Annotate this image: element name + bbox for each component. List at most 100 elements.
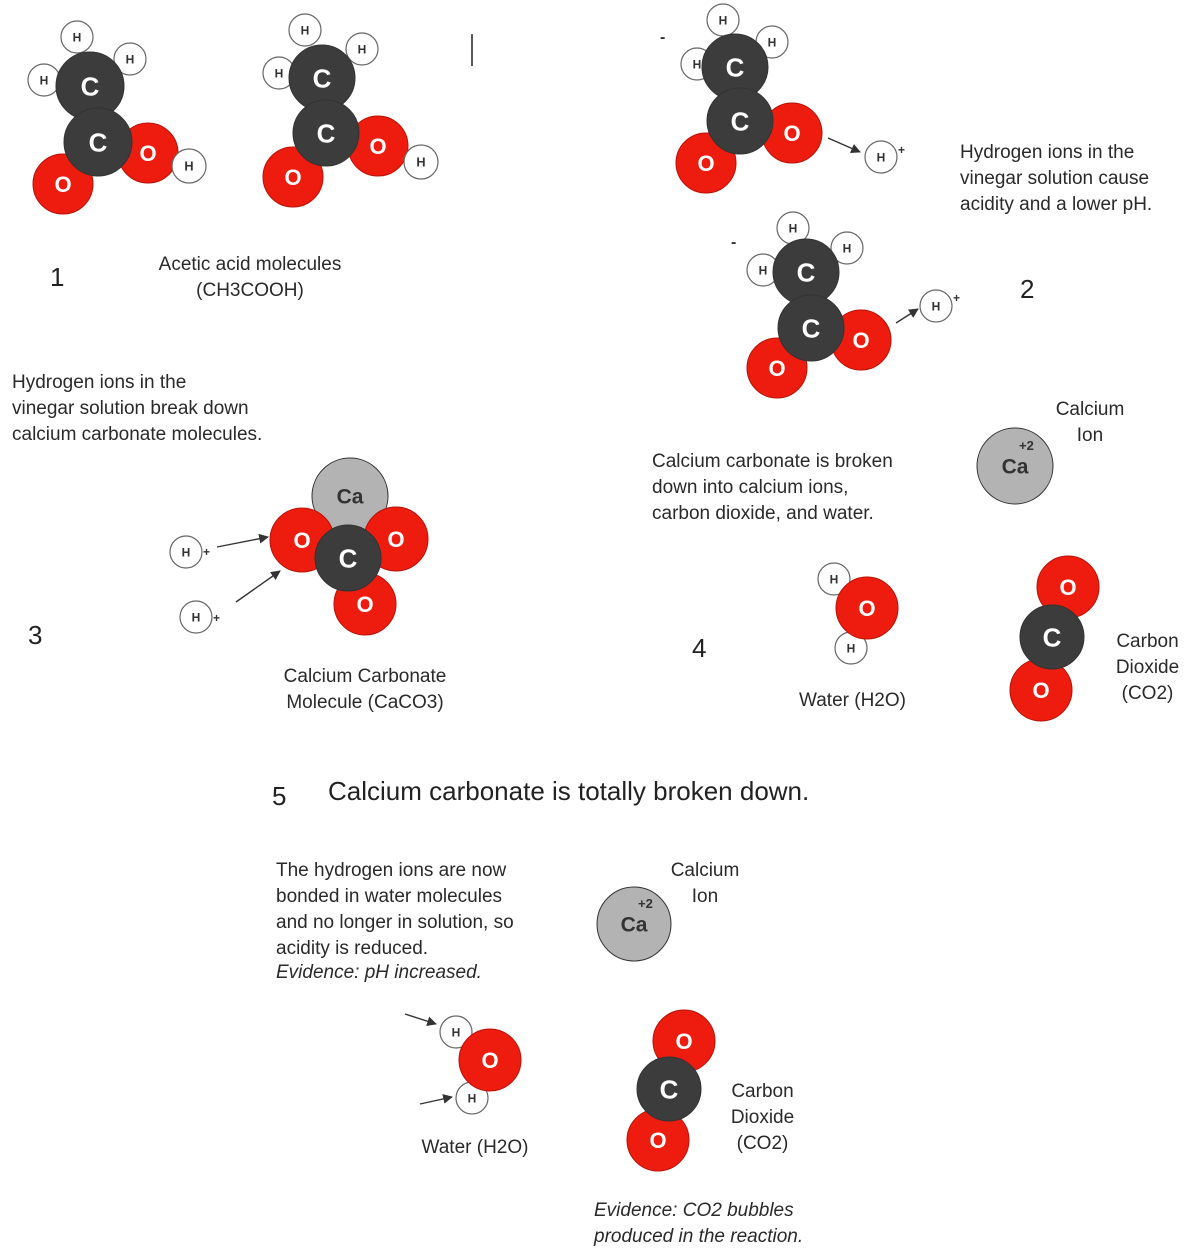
negative-charge-sign: - (731, 234, 736, 251)
carbon-atom: C (1019, 604, 1085, 670)
svg-text:H: H (358, 43, 367, 57)
svg-text:H: H (759, 264, 768, 278)
oxygen-atom: O (652, 1009, 716, 1073)
hydrogen-atom: H (403, 144, 439, 180)
oxygen-atom: O (347, 115, 409, 177)
step-5-heading: Calcium carbonate is totally broken down… (328, 776, 810, 806)
calcium-atom: Ca (976, 427, 1054, 505)
step-5-number: 5 (272, 781, 287, 811)
svg-text:Ca: Ca (337, 486, 364, 509)
svg-text:H: H (40, 74, 49, 88)
svg-text:C: C (660, 1074, 679, 1104)
calcium-carbonate-label: Calcium Carbonate Molecule (CaCO3) (283, 666, 447, 713)
svg-text:H: H (932, 300, 941, 314)
step-3-description: Hydrogen ions in the vinegar solution br… (12, 372, 263, 445)
oxygen-atom: O (262, 146, 324, 208)
acetic-acid-label: Acetic acid molecules (CH3COOH) (158, 254, 342, 301)
carbon-atom: C (636, 1056, 702, 1122)
reaction-arrow (404, 1013, 437, 1026)
svg-text:C: C (797, 257, 816, 287)
svg-text:C: C (726, 52, 745, 82)
step-2-description: Hydrogen ions in the vinegar solution ca… (960, 142, 1153, 215)
positive-charge-sign: + (953, 291, 960, 305)
svg-text:H: H (275, 67, 284, 81)
reaction-arrow (235, 570, 281, 603)
hydrogen-atom: H (817, 562, 851, 596)
hydrogen-atom: H (919, 289, 953, 323)
hydrogen-atom: H (746, 253, 780, 287)
step-5-calcium-ion-label: Calcium Ion (670, 860, 740, 907)
svg-text:C: C (313, 63, 332, 93)
negative-charge-sign: - (660, 29, 665, 46)
calcium-atom: Ca (311, 457, 389, 535)
step-4-co2-label: Carbon Dioxide (CO2) (1115, 631, 1180, 704)
carbon-atom: C (701, 33, 769, 101)
positive-charge-sign: + (213, 611, 220, 625)
svg-text:H: H (843, 242, 852, 256)
hydrogen-atom: H (179, 600, 213, 634)
hydrogen-atom: H (262, 56, 296, 90)
svg-text:H: H (768, 36, 777, 50)
svg-text:O: O (356, 592, 373, 617)
positive-charge-sign: + (203, 545, 210, 559)
hydrogen-atom: H (113, 42, 147, 76)
svg-text:O: O (139, 141, 156, 166)
step-1-number: 1 (50, 262, 65, 292)
svg-text:O: O (852, 328, 869, 353)
step-4-calcium-ion-label: Calcium Ion (1055, 399, 1125, 446)
step-4-water-label: Water (H2O) (799, 690, 906, 711)
reaction-arrow (216, 533, 269, 548)
evidence-ph: Evidence: pH increased. (276, 962, 482, 983)
positive-charge-sign: + (898, 143, 905, 157)
svg-text:O: O (858, 596, 875, 621)
evidence-co2: Evidence: CO2 bubbles produced in the re… (594, 1200, 804, 1247)
svg-text:O: O (675, 1029, 692, 1054)
oxygen-atom: O (458, 1028, 522, 1092)
step-5-water-label: Water (H2O) (421, 1137, 529, 1158)
hydrogen-atom: H (345, 32, 379, 66)
svg-text:O: O (481, 1048, 498, 1073)
oxygen-atom: O (117, 122, 179, 184)
step-5-description: The hydrogen ions are now bonded in wate… (276, 860, 514, 959)
svg-text:O: O (54, 172, 71, 197)
svg-text:C: C (802, 313, 821, 343)
svg-text:H: H (184, 159, 193, 174)
svg-text:Ca: Ca (1002, 456, 1029, 479)
step-4-number: 4 (692, 633, 707, 663)
svg-text:Ca: Ca (621, 914, 648, 937)
svg-text:C: C (731, 106, 750, 136)
step-4-description: Calcium carbonate is broken down into ca… (652, 451, 893, 524)
calcium-atom: Ca (596, 886, 672, 962)
oxygen-atom: O (761, 102, 823, 164)
svg-text:H: H (192, 611, 201, 625)
svg-text:O: O (783, 121, 800, 146)
calcium-charge: +2 (1019, 438, 1034, 453)
svg-text:H: H (719, 14, 728, 28)
svg-text:H: H (847, 642, 856, 656)
svg-text:H: H (789, 222, 798, 236)
svg-text:C: C (81, 71, 100, 101)
oxygen-atom: O (835, 576, 899, 640)
reaction-arrow (895, 308, 919, 324)
svg-text:H: H (877, 151, 886, 165)
svg-text:C: C (89, 127, 108, 157)
svg-text:H: H (468, 1092, 477, 1106)
carbon-atom: C (292, 99, 360, 167)
svg-text:H: H (416, 155, 425, 170)
svg-text:O: O (768, 356, 785, 381)
svg-text:C: C (1043, 622, 1062, 652)
svg-text:O: O (697, 151, 714, 176)
reaction-arrow (827, 137, 861, 153)
hydrogen-atom: H (27, 63, 61, 97)
svg-text:H: H (452, 1026, 461, 1040)
hydrogen-atom: H (169, 535, 203, 569)
svg-text:H: H (182, 546, 191, 560)
hydrogen-atom: H (864, 140, 898, 174)
svg-text:H: H (73, 31, 82, 45)
svg-text:O: O (387, 527, 404, 552)
svg-text:H: H (693, 58, 702, 72)
svg-text:O: O (369, 134, 386, 159)
hydrogen-atom: H (171, 148, 207, 184)
